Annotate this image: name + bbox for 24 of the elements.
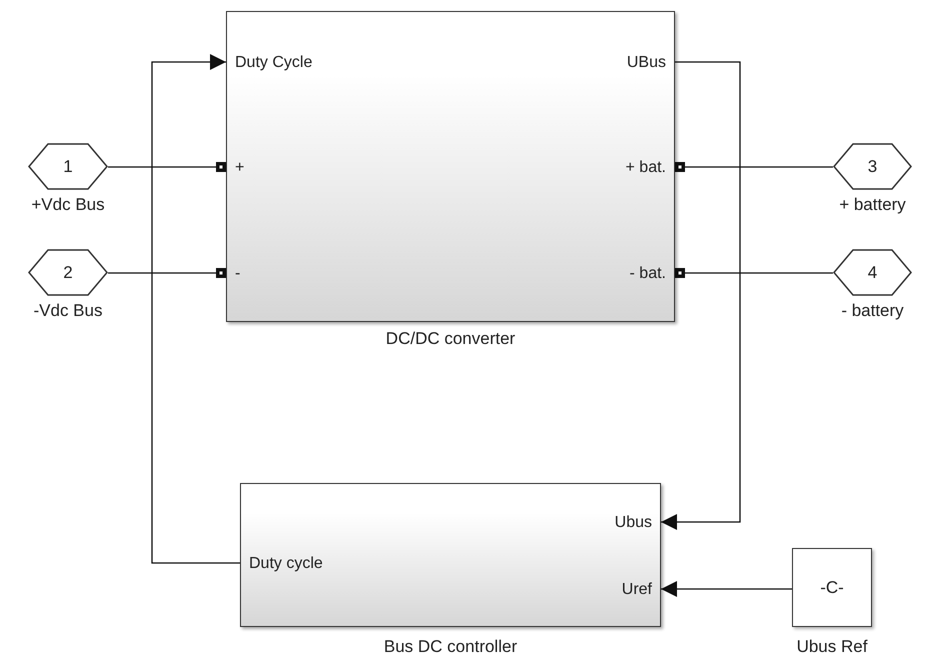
block-name: + battery: [839, 195, 906, 215]
signal-arrow: [151, 54, 240, 564]
port-number: 2: [62, 262, 74, 282]
block-name: -Vdc Bus: [34, 301, 102, 321]
port-label: Duty Cycle: [235, 54, 312, 72]
block-value: -C-: [819, 578, 845, 598]
port-label: + bat.: [626, 159, 666, 177]
block-name: Bus DC controller: [384, 637, 518, 657]
block-name: DC/DC converter: [386, 329, 516, 349]
port-number: 1: [62, 156, 74, 176]
block-name: Ubus Ref: [796, 637, 868, 657]
port-label: Duty cycle: [249, 555, 323, 573]
port-label: +: [235, 159, 244, 177]
port-label: - bat.: [630, 265, 666, 283]
port-label: Uref: [622, 581, 652, 599]
port-number: 4: [866, 262, 878, 282]
port-label: -: [235, 265, 240, 283]
signal-arrow: [661, 581, 792, 597]
signal-arrow: [661, 61, 741, 530]
port-number: 3: [866, 156, 878, 176]
block-name: - battery: [841, 301, 904, 321]
block-name: +Vdc Bus: [31, 195, 105, 215]
port-label: UBus: [626, 54, 666, 72]
port-label: Ubus: [614, 514, 652, 532]
